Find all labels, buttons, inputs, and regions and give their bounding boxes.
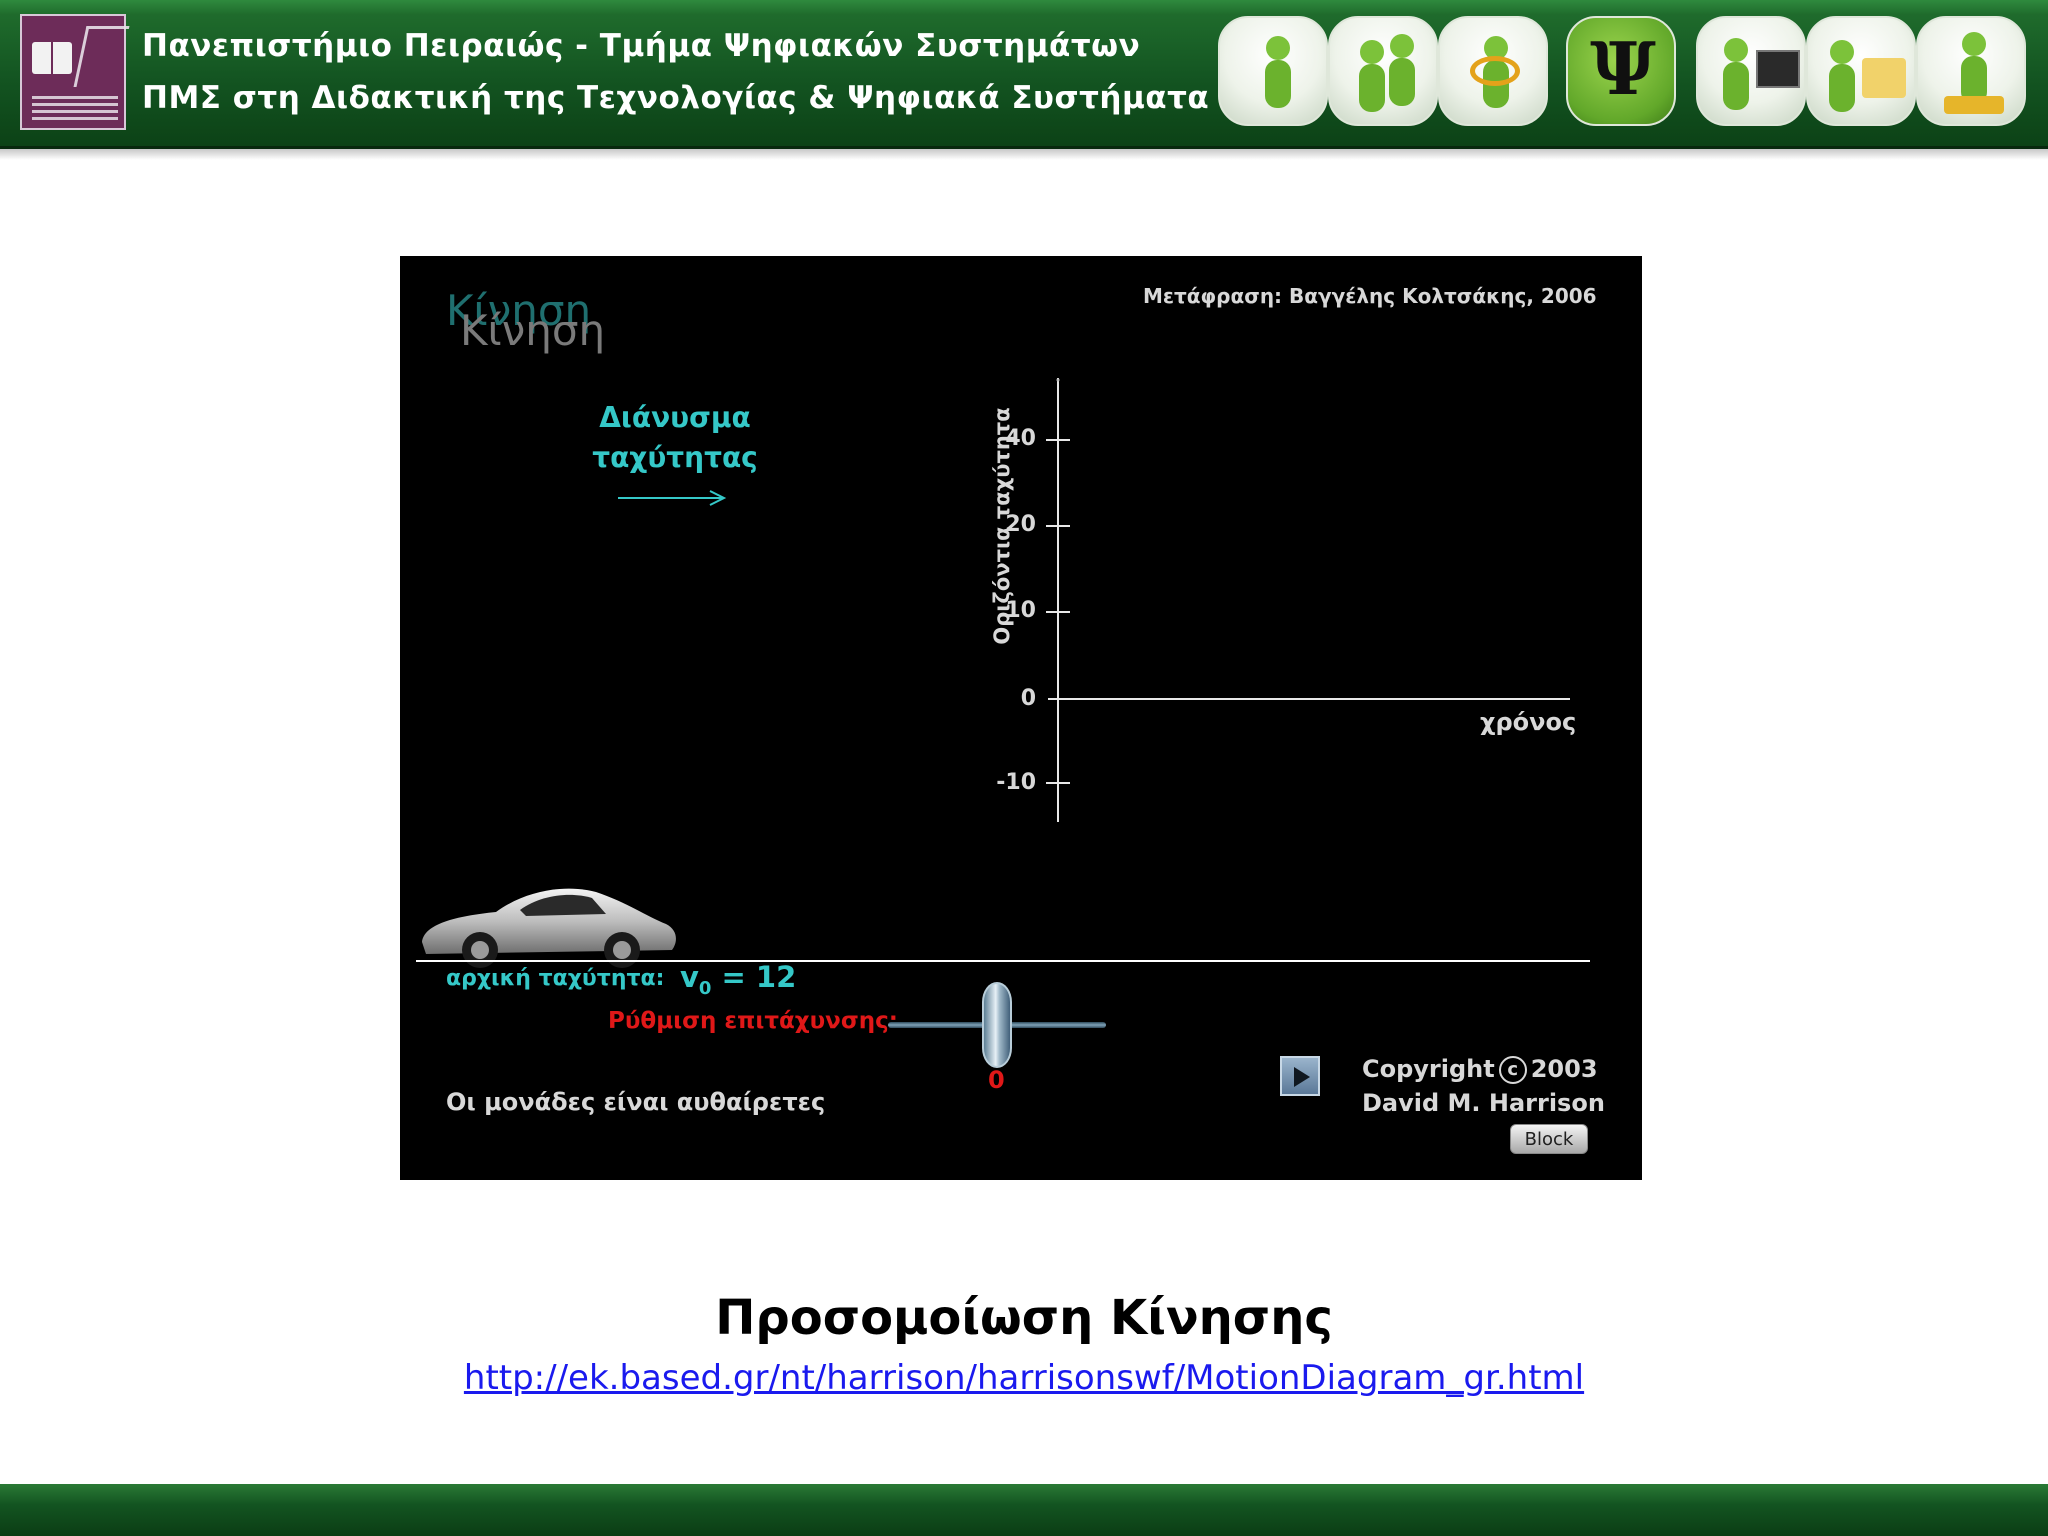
copyright-icon: c <box>1498 1056 1527 1084</box>
psi-head-icon: Ψ <box>1566 16 1676 126</box>
simulation-link[interactable]: http://ek.based.gr/nt/harrison/harrisons… <box>463 1358 1585 1398</box>
figure-with-cables-icon <box>1218 16 1328 126</box>
y-tick-label-0: 0 <box>1020 686 1036 711</box>
velocity-time-graph <box>1046 378 1570 822</box>
acceleration-slider-handle[interactable] <box>982 982 1012 1068</box>
figure-on-puzzle-icon <box>1916 16 2026 126</box>
simulation-title-shadow: Κίνηση <box>446 286 592 335</box>
header-shadow <box>0 146 2048 160</box>
block-button[interactable]: Block <box>1510 1124 1588 1154</box>
figure-at-laptop-icon <box>1696 16 1806 126</box>
initial-velocity-value: v0 = 12 <box>680 960 797 999</box>
slide-footer <box>0 1484 2048 1536</box>
book-icon <box>32 42 72 74</box>
acceleration-label: Ρύθμιση επιτάχυνσης: <box>608 1008 898 1034</box>
y-tick-label-40: 40 <box>1005 426 1036 451</box>
units-note: Οι μονάδες είναι αυθαίρετες <box>446 1088 826 1116</box>
play-icon <box>1294 1067 1310 1087</box>
figure-with-at-sign-icon <box>1438 16 1548 126</box>
motion-simulation-panel[interactable]: Κίνηση Κίνηση Μετάφραση: Βαγγέλης Κολτσά… <box>400 256 1642 1180</box>
header-title-line1: Πανεπιστήμιο Πειραιώς - Τμήμα Ψηφιακών Σ… <box>142 28 1141 64</box>
acceleration-value: 0 <box>988 1066 1005 1094</box>
waves-icon <box>32 94 118 120</box>
velocity-vector-label: Διάνυσμα ταχύτητας <box>592 401 758 474</box>
x-axis-label: χρόνος <box>1480 708 1577 736</box>
slide-header: Πανεπιστήμιο Πειραιώς - Τμήμα Ψηφιακών Σ… <box>0 0 2048 149</box>
university-logo <box>20 14 130 130</box>
y-tick-label-10: 10 <box>1005 598 1036 623</box>
slide-caption-title: Προσομοίωση Κίνησης <box>715 1290 1333 1346</box>
y-axis-top-dot <box>1056 378 1060 382</box>
initial-velocity-label: αρχική ταχύτητα: <box>446 966 665 991</box>
y-tick-label-neg10: -10 <box>996 770 1036 795</box>
y-axis-label: Οριζόντια ταχύτητα <box>990 407 1014 645</box>
trident-figure-icon <box>73 26 130 87</box>
simulation-title: Κίνηση <box>460 306 606 355</box>
ground-line <box>416 960 1590 962</box>
translation-credit: Μετάφραση: Βαγγέλης Κολτσάκης, 2006 <box>1143 284 1597 308</box>
two-figures-with-laptop-icon <box>1328 16 1438 126</box>
figure-with-folder-icon <box>1806 16 1916 126</box>
header-title-line2: ΠΜΣ στη Διδακτική της Τεχνολογίας & Ψηφι… <box>142 80 1210 116</box>
play-button[interactable] <box>1280 1056 1320 1096</box>
car-icon <box>422 888 676 968</box>
velocity-arrow-icon <box>618 490 727 506</box>
y-tick-label-20: 20 <box>1005 512 1036 537</box>
